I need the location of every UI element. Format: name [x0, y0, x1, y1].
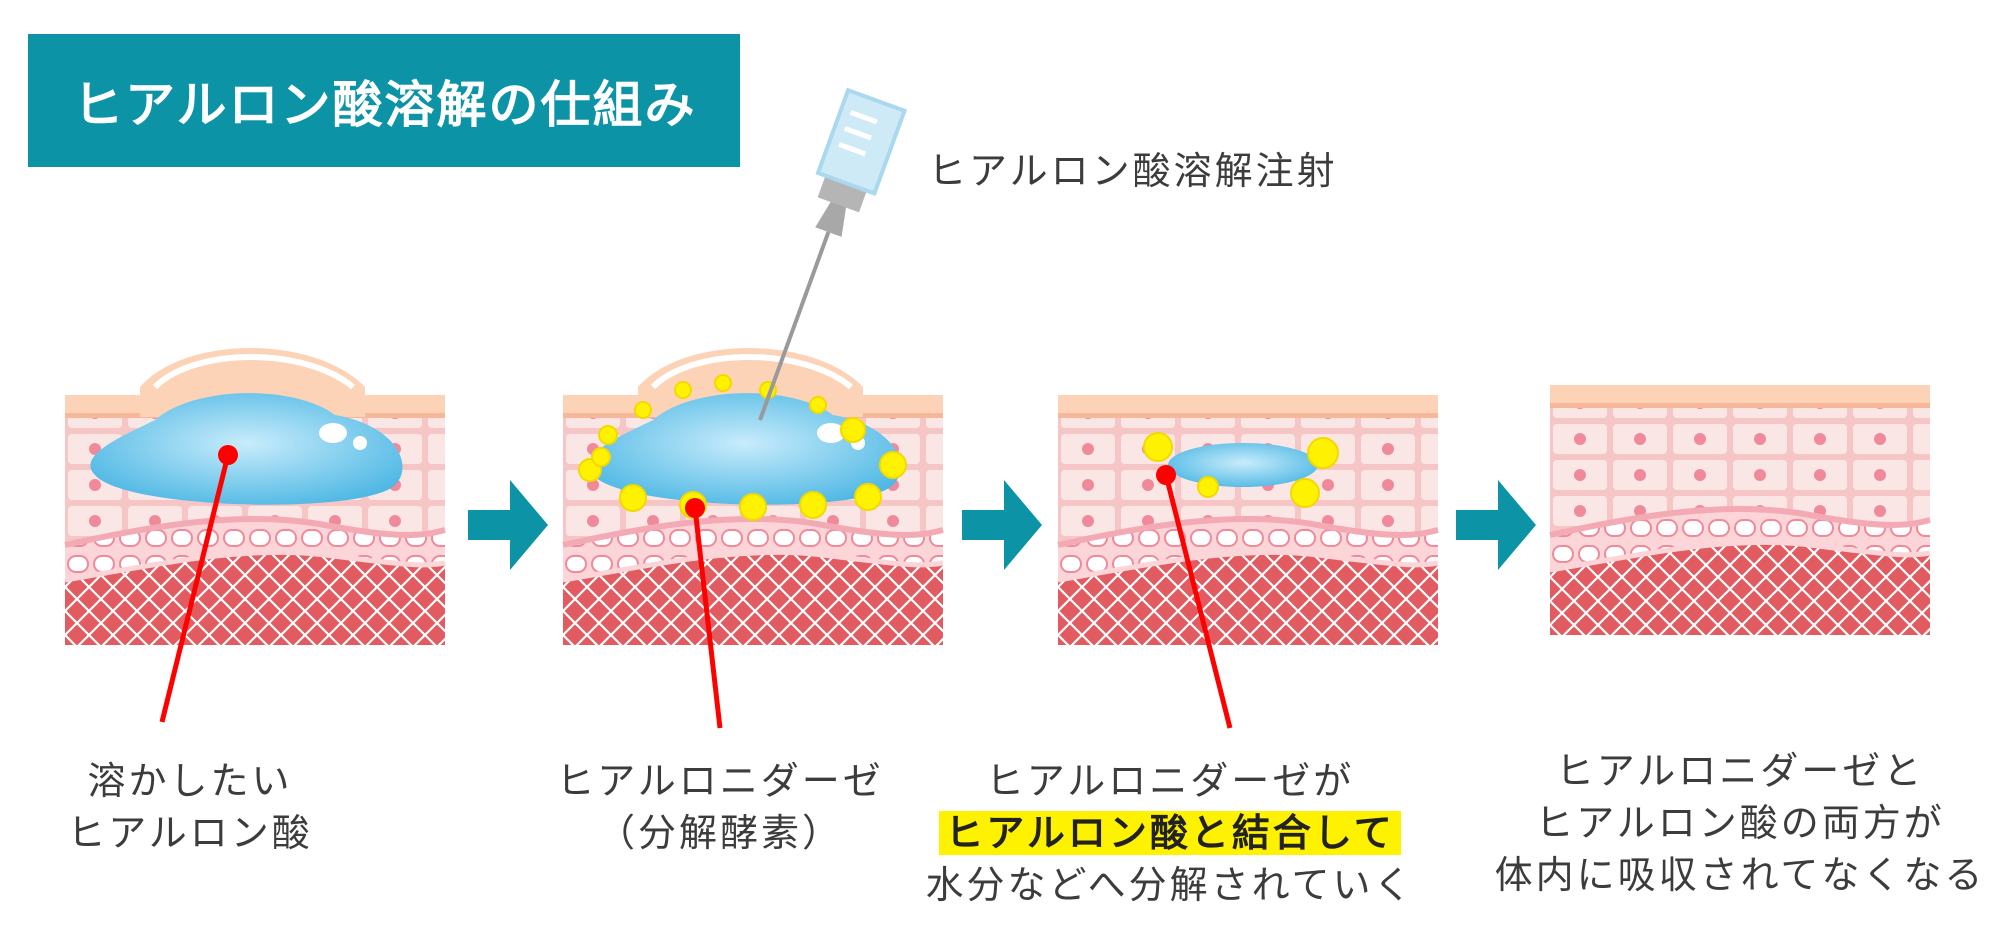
arrow-3 — [1456, 480, 1536, 570]
caption-step-4: ヒアルロニダーゼと ヒアルロン酸の両方が 体内に吸収されてなくなる — [1494, 749, 1986, 897]
injection-label: ヒアルロン酸溶解注射 — [928, 149, 1338, 193]
flow-arrows — [468, 480, 1536, 570]
enzyme-dots — [578, 374, 907, 521]
panel-1-skin — [65, 348, 445, 645]
panel-3-skin — [1058, 395, 1438, 645]
highlight-text: ヒアルロン酸と結合して — [939, 811, 1401, 855]
caption-step-1: 溶かしたい ヒアルロン酸 — [67, 759, 313, 855]
panel-2-skin — [563, 348, 943, 645]
hyaluronic-acid-blob — [90, 393, 403, 505]
arrow-1 — [468, 480, 548, 570]
syringe-icon — [758, 87, 908, 421]
arrow-2 — [962, 480, 1042, 570]
shrinking-blob — [1168, 443, 1318, 487]
title-banner: ヒアルロン酸溶解の仕組み — [28, 34, 740, 167]
caption-step-3: ヒアルロニダーゼが ヒアルロン酸と結合して 水分などへ分解されていく — [925, 759, 1415, 907]
page-title: ヒアルロン酸溶解の仕組み — [73, 75, 697, 134]
pointer-lines — [159, 445, 1233, 729]
caption-step-2: ヒアルロニダーゼ （分解酵素） — [556, 759, 884, 855]
panel-4-skin — [1550, 385, 1930, 635]
enzyme-bound — [1143, 432, 1339, 508]
hyaluronic-acid-blob — [588, 393, 901, 505]
